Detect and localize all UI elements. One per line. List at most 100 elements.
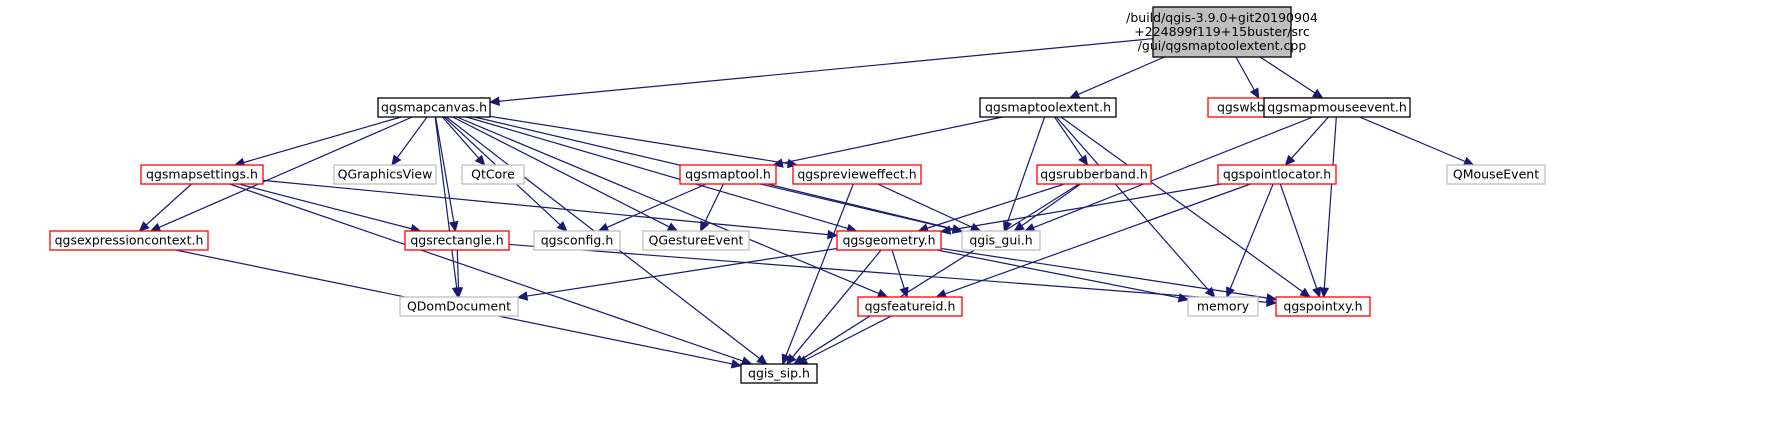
edge-arrowhead	[597, 222, 610, 232]
node-box	[740, 363, 818, 384]
node-label: qgsrectangle.h	[410, 233, 503, 248]
node-qgsmaptool[interactable]: qgsmaptool.h	[679, 164, 777, 185]
node-qgis-gui: qgis_gui.h	[961, 230, 1041, 251]
node-box	[836, 230, 942, 251]
edge-line	[785, 183, 854, 356]
edge-qgsrubberband-to-qgsgeometry	[917, 183, 1065, 233]
edge-line	[1054, 116, 1083, 158]
edge-line	[238, 183, 412, 230]
node-label: QGestureEvent	[649, 233, 744, 248]
edge-qgsgeometry-to-memory	[936, 249, 1190, 303]
edge-arrowhead	[1312, 286, 1322, 299]
node-qgsexpressioncontext[interactable]: qgsexpressioncontext.h	[49, 230, 209, 251]
node-qgsmaptoolextent[interactable]: qgsmaptoolextent.h	[979, 97, 1117, 118]
edge-arrowhead	[1003, 220, 1013, 233]
node-qgis-sip[interactable]: qgis_sip.h	[740, 363, 818, 384]
edge-arrowhead	[700, 220, 710, 233]
edge-arrowhead	[756, 354, 768, 365]
edge-line	[262, 179, 829, 236]
edge-line	[452, 116, 670, 228]
node-label: +224899f119+15buster/src	[1134, 24, 1310, 39]
edge-arrowhead	[1299, 287, 1311, 298]
edge-qgsfeatureid-to-qgis-sip	[796, 315, 892, 365]
node-qgsmapsettings[interactable]: qgsmapsettings.h	[140, 164, 264, 185]
edge-qgsmapsettings-to-qgsrectangle	[238, 183, 422, 234]
edge-line	[949, 183, 1222, 231]
edge-arrowhead	[474, 154, 486, 166]
edge-line	[456, 249, 460, 289]
node-box	[642, 230, 750, 251]
edge-qgsmapcanvas-to-qdomdocument	[434, 116, 462, 299]
edge-arrowhead	[730, 359, 743, 369]
edge-qgsmapcanvas-to-qgraphicsview	[391, 116, 428, 166]
node-qgspreview-ffect[interactable]: qgspreviewеffect.h	[792, 164, 922, 185]
node-qgsmapmouseevent[interactable]: qgsmapmouseevent.h	[1263, 97, 1411, 118]
node-root[interactable]: /build/qgis-3.9.0+git20190904+224899f119…	[1126, 6, 1318, 58]
edge-qgsmapmouseevent-to-qgspointlocator	[1284, 116, 1329, 166]
node-qgsrectangle[interactable]: qgsrectangle.h	[404, 230, 510, 251]
edge-arrowhead	[453, 287, 464, 299]
edge-qgsmapsettings-to-qgsexpressioncontext	[138, 183, 192, 232]
node-box	[792, 164, 922, 185]
edge-line	[1033, 116, 1314, 229]
node-box	[49, 230, 209, 251]
node-qgraphicsview: QGraphicsView	[333, 164, 437, 185]
edge-qgspointlocator-to-qgspointxy	[1279, 183, 1322, 299]
edge-line	[944, 183, 1251, 295]
edge-line	[801, 183, 1080, 360]
node-qgsgeometry[interactable]: qgsgeometry.h	[836, 230, 942, 251]
edge-qgsrectangle-to-qdomdocument	[453, 249, 464, 299]
node-box	[533, 230, 621, 251]
node-box	[333, 164, 437, 185]
node-label: qgsmapcanvas.h	[381, 100, 487, 115]
edge-qgsmapcanvas-to-qgsfeatureid	[456, 116, 889, 298]
edge-line	[229, 183, 744, 362]
edge-line	[703, 183, 724, 224]
node-memory: memory	[1187, 296, 1259, 317]
node-label: QDomDocument	[407, 299, 511, 314]
edge-line	[1279, 183, 1318, 289]
edge-arrowhead	[1249, 87, 1260, 100]
node-label: qgspreviewеffect.h	[797, 167, 916, 182]
node-box	[404, 230, 510, 251]
edge-arrowhead	[516, 291, 529, 301]
node-label: qgspointxy.h	[1283, 299, 1362, 314]
node-qgspointlocator[interactable]: qgspointlocator.h	[1217, 164, 1337, 185]
edge-arrowhead	[899, 286, 909, 299]
edge-line	[926, 183, 1065, 229]
node-box	[857, 296, 963, 317]
node-box	[679, 164, 777, 185]
edge-line	[243, 116, 402, 164]
edge-line	[891, 249, 905, 289]
node-box	[377, 97, 491, 118]
edge-qgsgeometry-to-qgspointxy	[940, 247, 1278, 303]
edge-line	[1006, 116, 1046, 223]
edge-arrowhead	[391, 154, 402, 166]
node-box	[399, 296, 519, 317]
edge-qgsmapmouseevent-to-qgspointxy	[1319, 116, 1337, 299]
node-label: qgsrubberband.h	[1040, 167, 1148, 182]
node-qgsrubberband[interactable]: qgsrubberband.h	[1036, 164, 1152, 185]
edge-arrowhead	[781, 353, 791, 366]
edge-qgsgeometry-to-qgis-sip	[786, 249, 882, 365]
node-qtcore: QtCore	[461, 164, 525, 185]
edge-arrowhead	[488, 96, 500, 106]
node-box	[1152, 6, 1292, 58]
node-label: QGraphicsView	[338, 167, 433, 182]
edge-line	[1323, 116, 1337, 289]
node-qgsmapcanvas[interactable]: qgsmapcanvas.h	[377, 97, 491, 118]
node-box	[1446, 164, 1546, 185]
edge-root-to-qgsmapmouseevent	[1259, 56, 1324, 99]
node-qgspointxy[interactable]: qgspointxy.h	[1275, 296, 1371, 317]
node-qgsfeatureid[interactable]: qgsfeatureid.h	[857, 296, 963, 317]
edge-line	[782, 116, 1003, 164]
node-box	[1275, 296, 1371, 317]
edge-qgspointlocator-to-qgsgeometry	[939, 183, 1222, 235]
node-label: qgspointlocator.h	[1223, 167, 1331, 182]
edge-line	[1259, 56, 1316, 94]
edges-layer	[138, 38, 1475, 369]
edge-line	[526, 247, 838, 297]
node-qmouseevent: QMouseEvent	[1446, 164, 1546, 185]
edge-arrowhead	[1068, 89, 1081, 99]
